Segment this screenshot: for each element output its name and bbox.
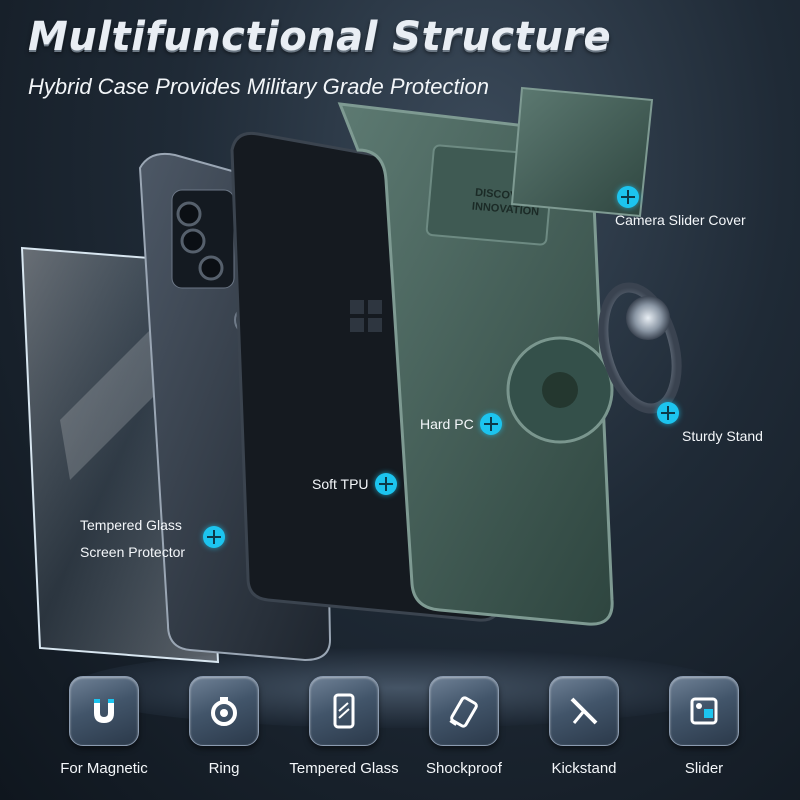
plus-icon — [203, 526, 225, 548]
ring-stand — [598, 282, 682, 414]
plus-icon — [617, 186, 639, 208]
feature-kickstand: Kickstand — [524, 676, 644, 777]
plus-icon — [657, 402, 679, 424]
feature-label: Slider — [684, 760, 724, 777]
callout-camera-slider: Camera Slider Cover — [615, 186, 746, 228]
callout-soft-tpu-label: Soft TPU — [312, 476, 369, 492]
feature-ring: Ring — [164, 676, 284, 777]
callout-camera-slider-label: Camera Slider Cover — [615, 212, 746, 228]
feature-label: Shockproof — [426, 760, 502, 777]
callout-hard-pc-label: Hard PC — [420, 416, 474, 432]
feature-slider: Slider — [644, 676, 764, 777]
shockproof-icon — [429, 676, 499, 746]
callout-tempered-glass-line2: Screen Protector — [80, 544, 186, 560]
magnet-icon — [69, 676, 139, 746]
feature-label: Ring — [208, 760, 240, 777]
callout-tempered-glass-line1: Tempered Glass — [80, 517, 182, 533]
feature-label: For Magnetic — [60, 760, 148, 777]
camera-slider-cover — [510, 86, 654, 218]
slider-icon — [669, 676, 739, 746]
feature-tempered-glass: Tempered Glass — [284, 676, 404, 777]
ring-icon — [189, 676, 259, 746]
callout-sturdy-stand-label: Sturdy Stand — [682, 428, 763, 444]
feature-magnetic: For Magnetic — [44, 676, 164, 777]
page-subtitle: Hybrid Case Provides Military Grade Prot… — [28, 74, 489, 99]
callout-soft-tpu: Soft TPU — [312, 473, 397, 495]
plus-icon — [479, 413, 502, 435]
kickstand-icon — [549, 676, 619, 746]
feature-strip: For Magnetic Ring Tempered Glass Shockpr… — [0, 676, 800, 796]
callout-tempered-glass: Tempered Glass Screen Protector — [80, 512, 185, 566]
plus-icon — [374, 473, 397, 495]
feature-label: Tempered Glass — [289, 760, 399, 777]
callout-hard-pc: Hard PC — [420, 413, 502, 435]
page-title: Multifunctional Structure — [28, 14, 612, 60]
feature-label: Kickstand — [551, 760, 617, 777]
callout-sturdy-stand: Sturdy Stand — [657, 402, 763, 444]
feature-shockproof: Shockproof — [404, 676, 524, 777]
tempered-glass-icon — [309, 676, 379, 746]
